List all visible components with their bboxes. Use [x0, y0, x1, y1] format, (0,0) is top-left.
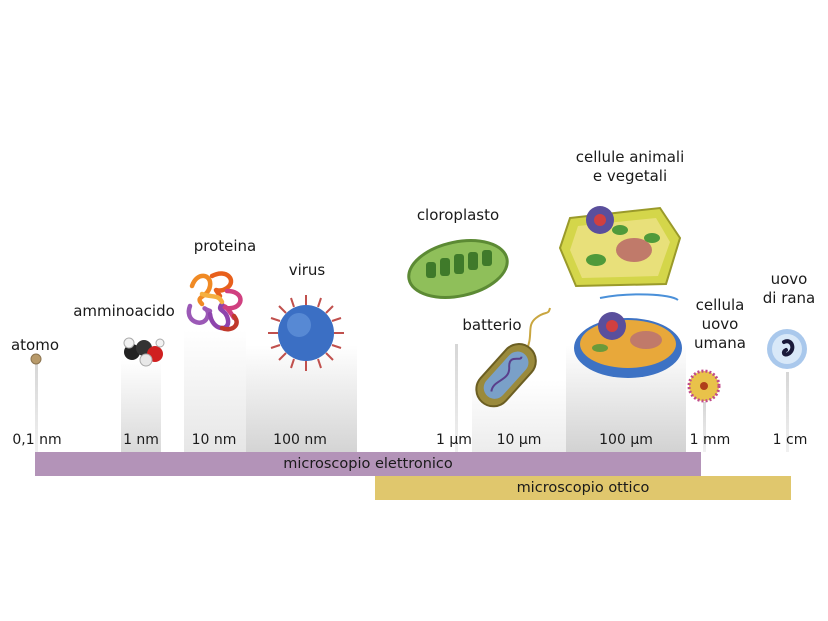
tick-100nm: 100 nm	[273, 432, 327, 448]
pole-uovo-umana	[703, 402, 706, 452]
scale-column-10nm	[184, 330, 246, 452]
scale-column-100nm	[246, 345, 357, 452]
label-proteina: proteina	[193, 237, 257, 255]
tick-1cm: 1 cm	[772, 432, 808, 448]
tick-10um: 10 µm	[496, 432, 542, 448]
label-atomo: atomo	[10, 336, 60, 354]
amino-acid-molecule-icon	[123, 337, 165, 367]
plant-cell-icon	[558, 206, 682, 288]
label-cellula-uovo-line2: uovo	[701, 315, 739, 333]
human-egg-cell-icon	[687, 369, 721, 403]
chloroplast-icon	[407, 239, 509, 299]
bacterium-icon	[475, 307, 551, 408]
animal-cell-icon	[574, 293, 682, 378]
tick-1mm: 1 mm	[689, 432, 731, 448]
pole-1um	[455, 344, 458, 452]
label-uovo-rana-line2: di rana	[762, 289, 816, 307]
label-cellule-animali-line1: cellule animali	[575, 148, 685, 166]
tick-0-1nm: 0,1 nm	[12, 432, 62, 448]
label-cellula-uovo-line1: cellula	[695, 296, 745, 314]
range-bar-optical-microscope: microscopio ottico	[375, 476, 791, 500]
pole-atomo	[35, 362, 38, 452]
label-cloroplasto: cloroplasto	[416, 206, 500, 224]
atom-icon	[30, 353, 42, 365]
label-amminoacido: amminoacido	[73, 302, 175, 320]
tick-1nm: 1 nm	[123, 432, 159, 448]
scale-column-1nm	[121, 360, 161, 452]
tick-100um: 100 µm	[599, 432, 653, 448]
range-bar-electron-microscope: microscopio elettronico	[35, 452, 701, 476]
label-cellule-animali-line2: e vegetali	[592, 167, 668, 185]
tick-1um: 1 µm	[436, 432, 472, 448]
pole-uovo-rana	[786, 372, 789, 452]
label-virus: virus	[288, 261, 326, 279]
protein-icon	[186, 271, 243, 332]
tick-10nm: 10 nm	[191, 432, 237, 448]
frog-egg-icon	[767, 329, 807, 369]
label-uovo-rana-line1: uovo	[770, 270, 808, 288]
label-cellula-uovo-line3: umana	[693, 334, 746, 352]
label-batterio: batterio	[462, 316, 522, 334]
virus-icon	[268, 295, 344, 371]
